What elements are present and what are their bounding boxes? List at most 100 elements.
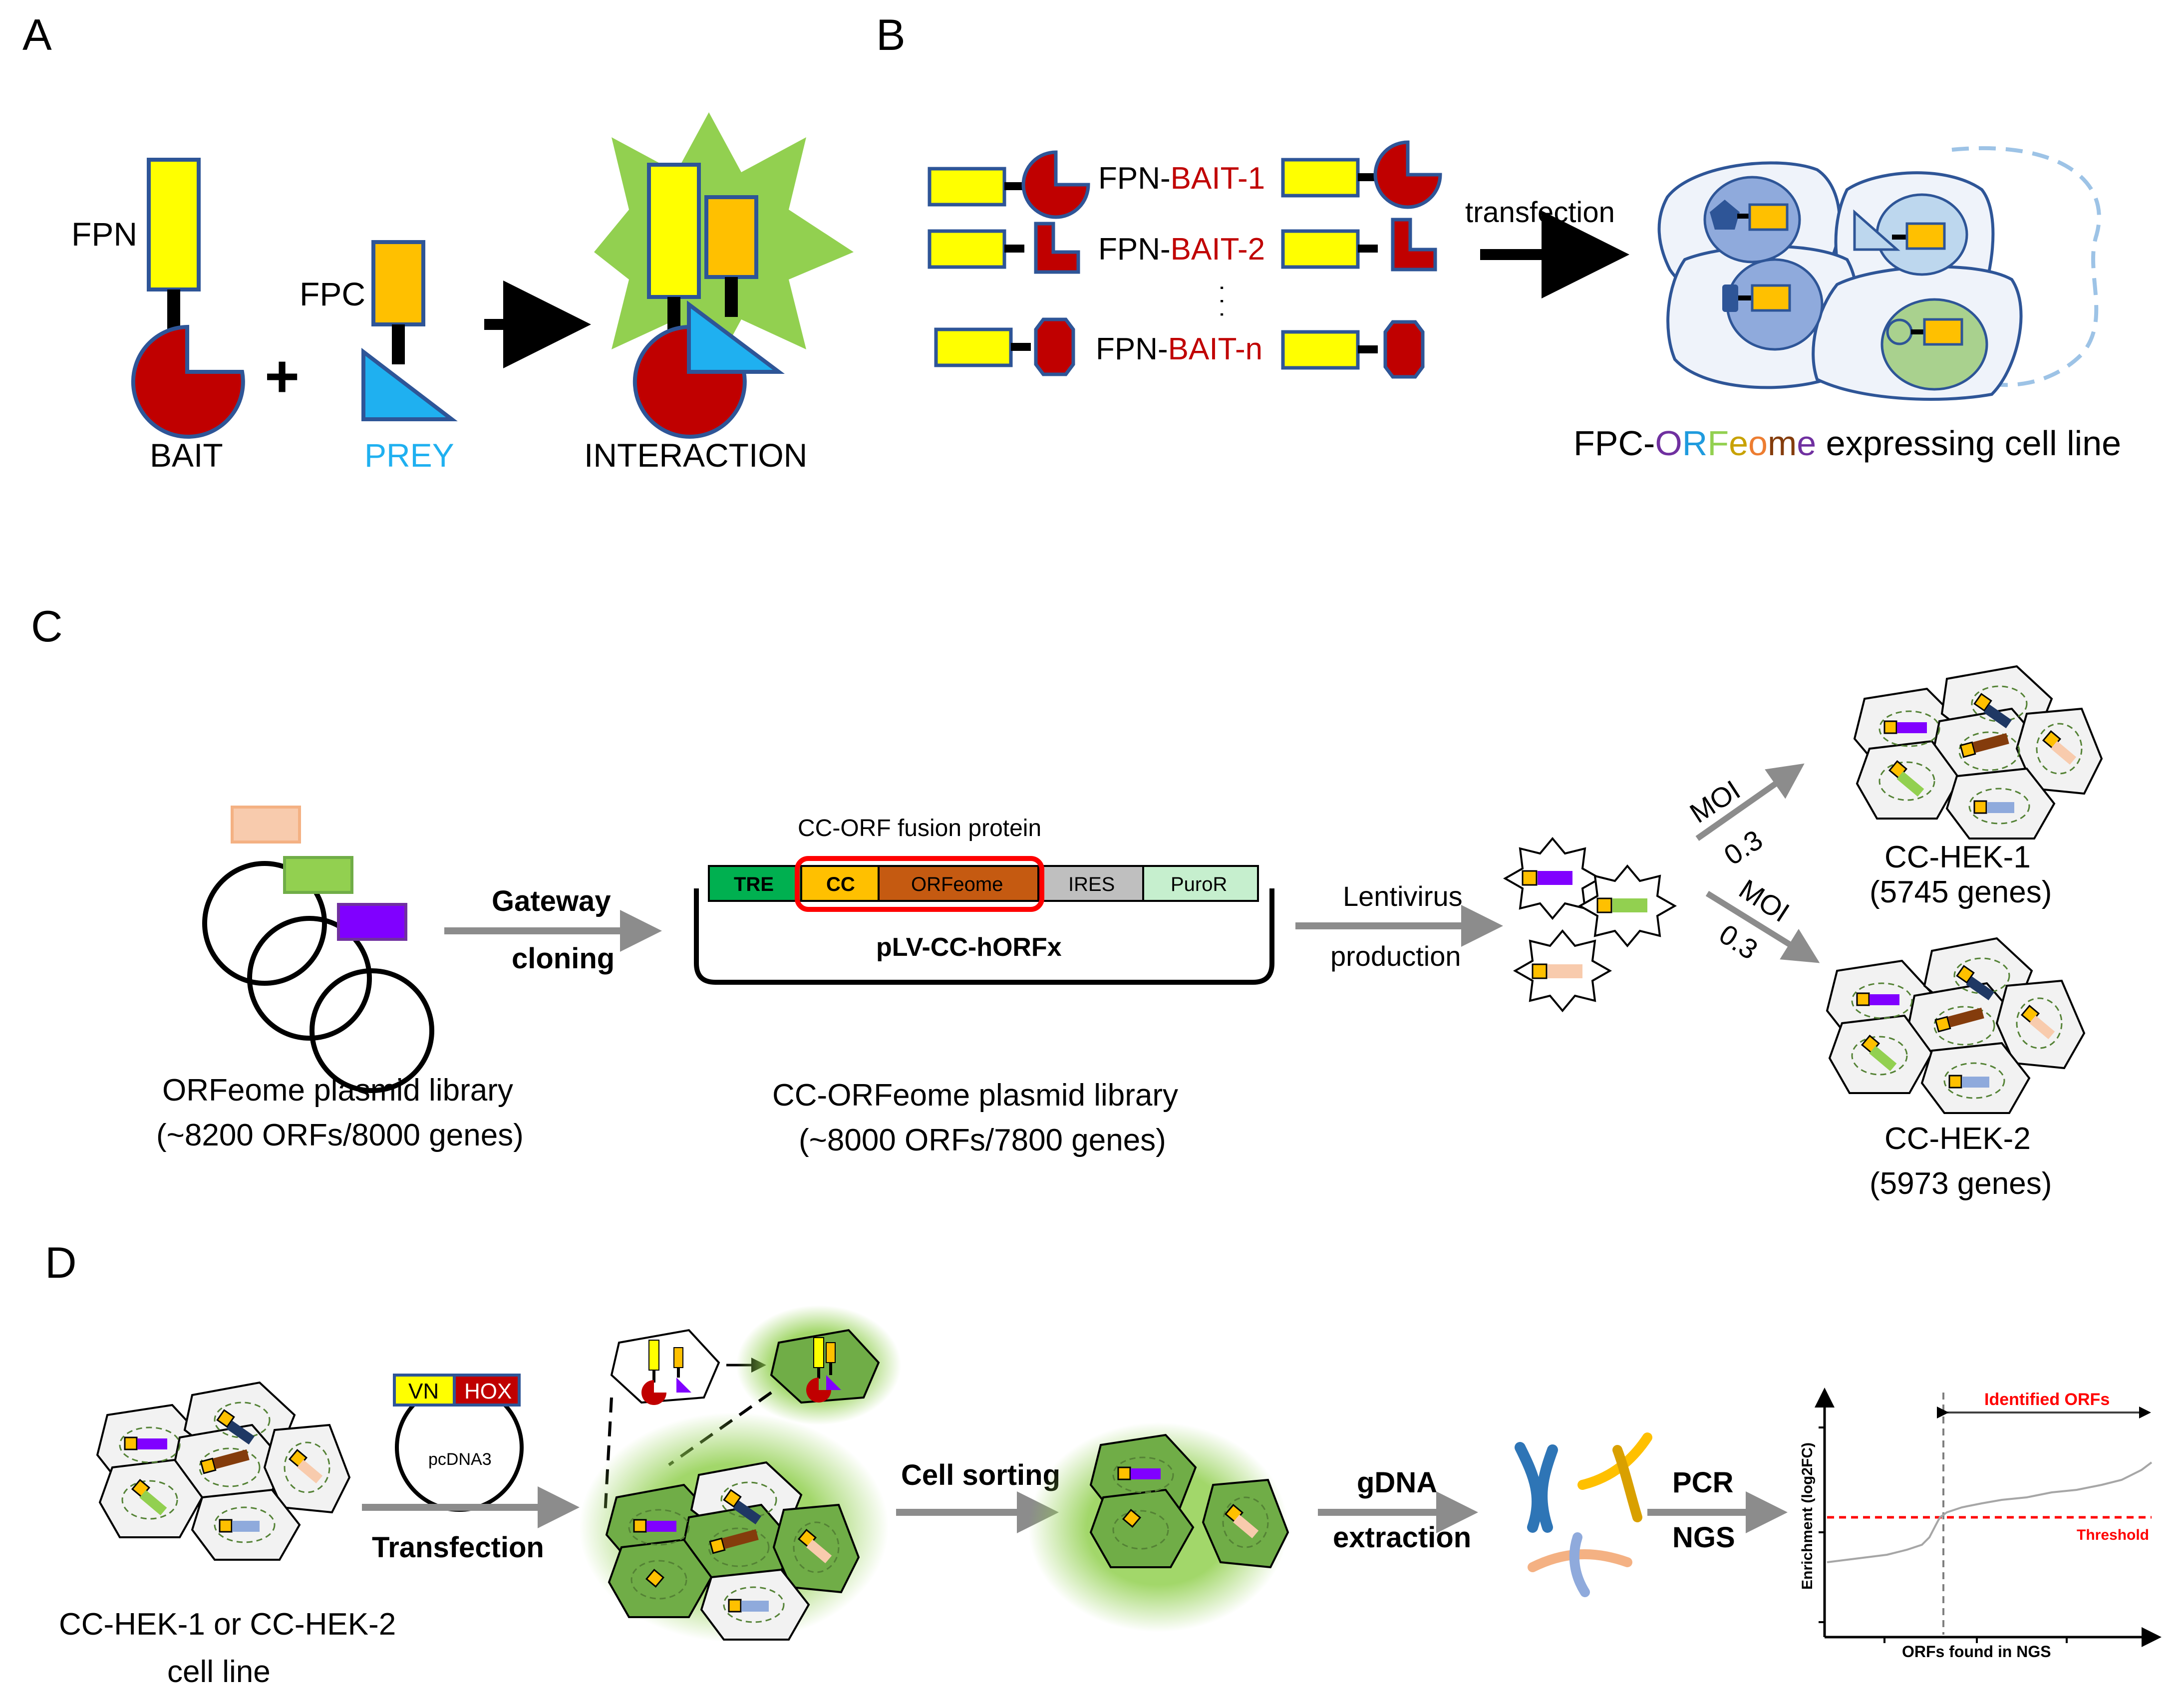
- src-nucleus-f: [214, 1506, 276, 1543]
- sorted-nucleus-a: [1112, 1456, 1174, 1493]
- chromosome-pink-2: [1569, 1532, 1590, 1597]
- ngs-label: NGS: [1672, 1521, 1735, 1554]
- tf-nucleus-f: [723, 1586, 785, 1623]
- complex-fpn-fragment: [647, 163, 701, 299]
- hek1-cc-b: [1973, 693, 1992, 712]
- cell-4-fpc: [1923, 318, 1963, 346]
- inset-prey-after: [826, 1375, 841, 1390]
- hek2-orf-a: [1870, 994, 1899, 1005]
- hek1-nucleus-c: [1958, 731, 2020, 771]
- row2-left-bait: [1034, 222, 1080, 274]
- complex-fpc-fragment: [704, 195, 758, 279]
- inset-linker-2: [677, 1368, 680, 1378]
- src-cc-b: [216, 1409, 235, 1428]
- plasmid-ring-2: [247, 916, 372, 1041]
- rown-right-bait: [1383, 320, 1425, 379]
- fusion-protein-label: CC-ORF fusion protein: [798, 815, 1041, 842]
- chromosome-orange-1: [1577, 1432, 1652, 1490]
- interaction-complex: [594, 112, 854, 439]
- panel-c-letter: C: [31, 601, 63, 651]
- vector-name: pLV-CC-hORFx: [876, 933, 1062, 962]
- sorted-orf-c: [1233, 1514, 1259, 1539]
- orf-insert-peach: [231, 806, 301, 844]
- row1-left-linker: [1004, 182, 1024, 190]
- bait-row-2: [928, 218, 1437, 274]
- hox-label: HOX: [464, 1379, 512, 1404]
- panel-a: A FPN + FPC BAIT PREY INT: [22, 10, 854, 474]
- cell-4-linker: [1911, 329, 1926, 334]
- inset-cell-after: [770, 1329, 880, 1404]
- pcdna3-plasmid: VN HOX pcDNA3: [393, 1374, 524, 1512]
- moi-arrow-down: [1705, 890, 1820, 963]
- panel-c: C ORFeome plasmid library (~8200 ORFs/80…: [31, 601, 2103, 1201]
- tf-nucleus-e: [630, 1560, 687, 1600]
- hek1-cc-f: [1973, 800, 1987, 814]
- cell-3-fpc: [1751, 284, 1791, 312]
- cell-2-fusion: [1853, 209, 1946, 251]
- hek2-cc-f: [1948, 1075, 1962, 1089]
- vn-label: VN: [408, 1379, 439, 1404]
- cc-hek-1-cluster: [1853, 665, 2103, 840]
- bait-1-label: FPN-BAIT-1: [1098, 161, 1265, 196]
- chromosome-orange-2: [1612, 1445, 1642, 1522]
- hek1-nucleus-a: [1878, 710, 1940, 747]
- cell-line-label-part: O: [1655, 424, 1682, 463]
- gdna-line1: gDNA: [1357, 1466, 1437, 1499]
- complementation-inset: [610, 1305, 901, 1425]
- virion-1-cc: [1522, 870, 1538, 886]
- cell-3-fusion: [1722, 284, 1791, 312]
- inset-vc-before: [673, 1347, 683, 1368]
- tf-orf-b: [733, 1500, 761, 1525]
- hek2-cc-b: [1956, 965, 1975, 984]
- inset-linker-1: [652, 1370, 655, 1383]
- virion-3: [1513, 929, 1612, 1013]
- inset-linker-4: [829, 1363, 832, 1375]
- plus-sign: +: [265, 343, 300, 410]
- orfeome-library-line2: (~8200 ORFs/8000 genes): [156, 1118, 524, 1152]
- src-nucleus-c: [199, 1447, 261, 1487]
- hek1-nucleus-f: [1968, 788, 2030, 825]
- row2-left-fpn: [928, 229, 1006, 269]
- interaction-label: INTERACTION: [584, 437, 807, 474]
- hek1-orf-a: [1897, 722, 1927, 733]
- cc-library-line1: CC-ORFeome plasmid library: [772, 1078, 1178, 1113]
- tf-orf-d: [806, 1539, 832, 1564]
- cell-line-label-part: e: [1797, 424, 1816, 463]
- src-orf-f: [232, 1521, 260, 1532]
- block-prey-shape: [1722, 284, 1738, 312]
- cc-hek-2-cluster: [1826, 937, 2086, 1114]
- cell-3-linker: [1738, 295, 1753, 300]
- bait-label: BAIT: [150, 437, 223, 474]
- cell-1-fusion: [1710, 200, 1789, 231]
- cc-library-line2: (~8000 ORFs/7800 genes): [799, 1123, 1166, 1157]
- fpn-label: FPN: [71, 216, 137, 253]
- rown-left-bait: [1034, 317, 1075, 376]
- sorted-nucleus-c: [1222, 1496, 1269, 1548]
- row2-left-linker: [1004, 245, 1024, 253]
- src-nucleus-d: [284, 1441, 330, 1493]
- hek2-orf-f: [1962, 1077, 1989, 1088]
- transfection-label-d: Transfection: [372, 1531, 544, 1564]
- pentagon-prey-shape: [1710, 200, 1740, 230]
- inset-hox-before: [641, 1380, 666, 1405]
- inset-vn-before: [648, 1340, 659, 1371]
- cell-1-fpc: [1748, 203, 1789, 231]
- hek2-nucleus-a: [1851, 982, 1913, 1019]
- src-orf-a: [137, 1438, 167, 1449]
- tf-cc-a: [633, 1519, 647, 1533]
- hek1-orf-b: [1983, 704, 2012, 729]
- source-cell-cluster: [96, 1381, 351, 1561]
- transfection-label: transfection: [1465, 196, 1615, 229]
- sorted-cc-b: [1122, 1508, 1142, 1528]
- plot-threshold-label: Threshold: [2077, 1527, 2149, 1543]
- bait-n-label: FPN-BAIT-n: [1096, 332, 1262, 366]
- prey-linker: [392, 324, 405, 364]
- lentiviral-vector: TRE CC ORFeome IRES PuroR pLV-CC-hORFx: [694, 856, 1274, 985]
- panel-d-letter: D: [45, 1238, 77, 1287]
- tf-cc-c: [709, 1537, 726, 1554]
- orfeome-library-line1: ORFeome plasmid library: [162, 1073, 513, 1108]
- fpn-fragment: [147, 158, 201, 291]
- plasmid-ring-1: [202, 861, 327, 986]
- hek2-cc-a: [1856, 992, 1870, 1006]
- bait-row-n: [934, 317, 1425, 379]
